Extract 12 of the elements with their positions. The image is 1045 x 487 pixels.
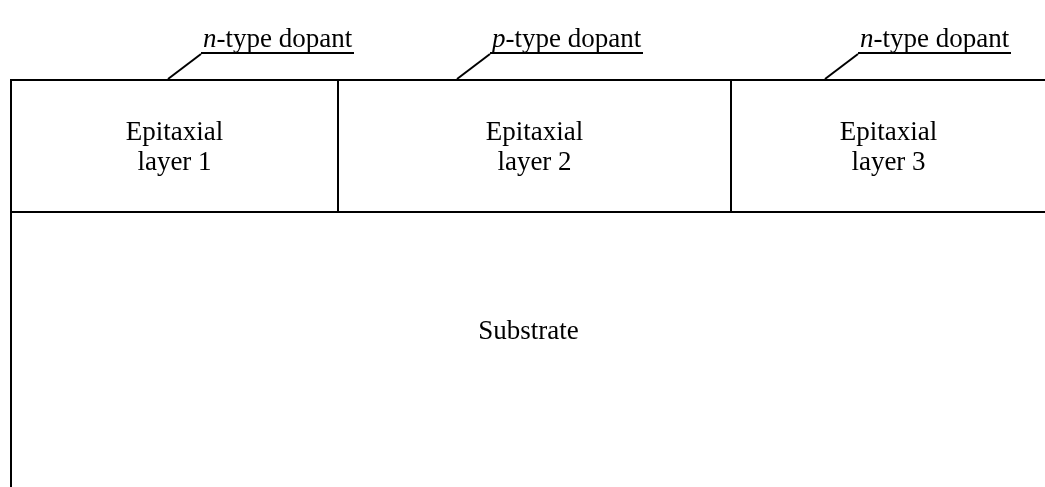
dopant-label: n-type dopant	[858, 24, 1012, 54]
layer-label: Epitaxial layer 3	[838, 116, 939, 176]
leader-line	[824, 53, 859, 80]
epitaxial-layer	[730, 79, 1045, 213]
layer-label: Epitaxial layer 2	[484, 116, 585, 176]
layer-label: Substrate	[477, 315, 580, 345]
dopant-label: n-type dopant	[201, 24, 355, 54]
leader-line	[456, 53, 491, 80]
leader-line	[167, 53, 202, 80]
epitaxial-layer	[10, 79, 337, 213]
epitaxial-layer	[337, 79, 730, 213]
layer-label: Epitaxial layer 1	[124, 116, 225, 176]
